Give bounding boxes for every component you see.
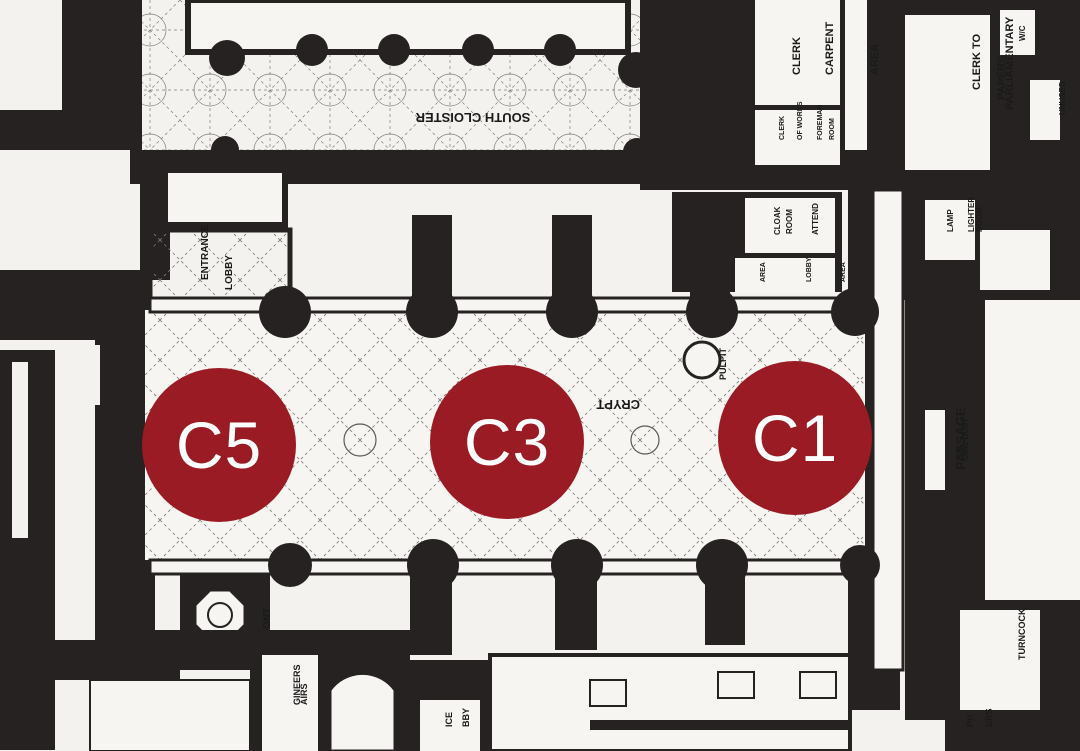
passage-label: PASSAGE: [953, 407, 968, 470]
ph-line1: PH: [965, 714, 975, 727]
wc-label: W/C: [1018, 25, 1027, 41]
crypt-label: CRYPT: [596, 397, 640, 412]
clerk-foreman-line2: OF WORKS: [797, 101, 804, 140]
clerk-carpenter-line1: CLERK: [791, 37, 803, 75]
engineers-line2: AIRS: [299, 683, 309, 705]
clerk-papers-line3: PAPERS: [996, 56, 1008, 100]
font-area: FONT GINEERS AIRS ICE BBY: [89, 575, 852, 751]
lobby-left-label: LOBBY: [224, 255, 235, 290]
passage: PASSAGE SAW DUST BIN TURNCOCK PH ERS: [848, 188, 1080, 751]
saw-dust-line1: SAW DUST: [961, 418, 970, 460]
cloak-line2: ROOM: [785, 209, 794, 234]
clerk-foreman-line4: ROOM: [829, 118, 836, 140]
engineers-line1: GINEERS: [292, 664, 302, 705]
marker-c5[interactable]: C5: [142, 368, 296, 522]
turncock-label: TURNCOCK: [1017, 608, 1027, 660]
pulpit-label: PULPIT: [718, 347, 728, 380]
clerk-papers-line2: PARLIAMENTARY: [1004, 16, 1016, 110]
office-line2: BBY: [461, 708, 471, 727]
ph-line2: ERS: [984, 708, 994, 727]
marker-c1[interactable]: C1: [718, 361, 872, 515]
lobby-mid-label: LOBBY: [806, 257, 813, 282]
clerk-foreman-line1: CLERK: [779, 116, 786, 140]
entrance-lobby: ENTRANCE LOBBY: [147, 167, 293, 313]
lamp-line3: ROOM: [975, 207, 984, 232]
lamp-line2: LIGHTER: [967, 197, 976, 232]
area-small-2-label: AREA: [840, 262, 847, 282]
south-cloister: SOUTH CLOISTER: [130, 0, 690, 190]
unused-label: UNUSED: [1058, 81, 1067, 115]
marker-c3-label: C3: [463, 405, 551, 479]
lamp-line1: LAMP: [946, 209, 955, 232]
east-rooms: CLERK CARPENT AREA CLERK TO PARLIAMENTAR…: [655, 0, 1080, 300]
office-line1: ICE: [444, 712, 454, 727]
clerk-papers-line1: CLERK TO: [971, 34, 983, 90]
saw-dust-line2: BIN: [955, 446, 964, 460]
marker-c1-label: C1: [751, 401, 839, 475]
clerk-carpenter-line2: CARPENT: [824, 22, 836, 75]
area-small-1-label: AREA: [760, 262, 767, 282]
cloak-line3: ATTEND: [811, 203, 820, 235]
clerk-foreman-line3: FOREMAN: [817, 105, 824, 140]
cloak-line1: CLOAK: [773, 206, 782, 235]
south-cloister-label: SOUTH CLOISTER: [415, 110, 530, 125]
marker-c3[interactable]: C3: [430, 365, 584, 519]
entrance-label: ENTRANCE: [200, 224, 211, 280]
marker-c5-label: C5: [175, 408, 263, 482]
area-top-label: AREA: [869, 44, 881, 75]
font-label: FONT: [262, 608, 273, 635]
